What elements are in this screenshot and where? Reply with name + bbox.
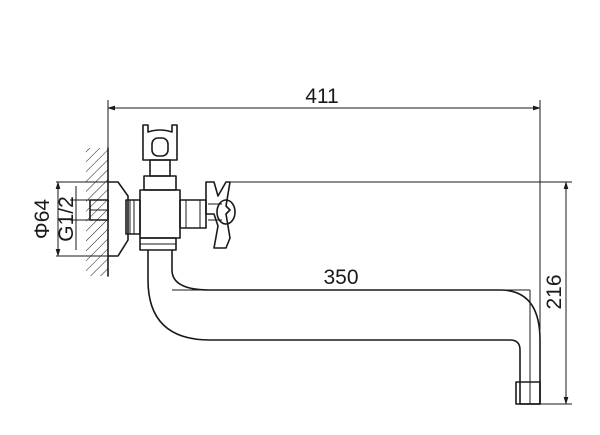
- dimension-overall-length-label: 411: [305, 85, 338, 108]
- dimension-spout-length-label: 350: [323, 266, 358, 289]
- dimension-spout-length: 350: [172, 266, 531, 404]
- wall-flange: [89, 181, 129, 257]
- diverter-stem: [179, 199, 207, 229]
- dimension-inlet: Φ64 G1/2: [31, 181, 108, 257]
- dimension-thread-label: G1/2: [55, 196, 78, 242]
- cross-handle: [205, 181, 236, 249]
- shower-holder: [142, 124, 178, 177]
- valve-body: [139, 175, 181, 251]
- spout: [147, 249, 541, 405]
- dimension-diameter-label: Φ64: [31, 199, 54, 239]
- dimension-overall-length: 411: [107, 85, 541, 330]
- dimension-height-label: 216: [543, 274, 566, 309]
- dimension-height: 216: [226, 181, 572, 405]
